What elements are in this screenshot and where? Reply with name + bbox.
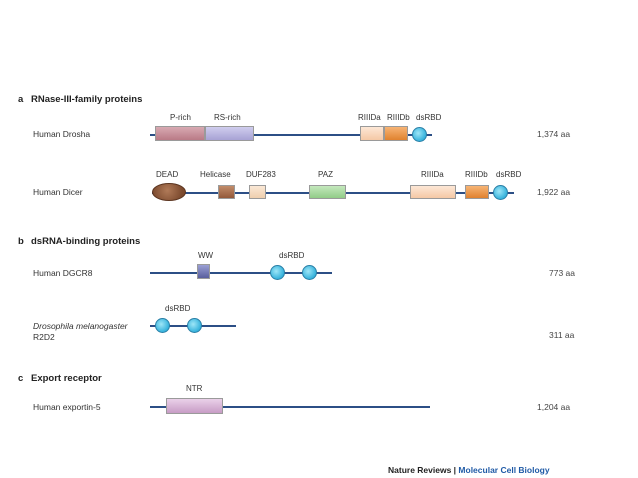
dicer-length: 1,922 aa	[537, 187, 571, 197]
drosha-riiidb-domain	[384, 126, 408, 141]
drosha-riiida-domain	[360, 126, 384, 141]
drosha-prich-domain	[155, 126, 205, 141]
footer-brand-1: Nature Reviews	[388, 465, 452, 475]
dicer-helicase-label: Helicase	[200, 170, 231, 179]
dicer-dead-label: DEAD	[156, 170, 179, 179]
dgcr8-name: Human DGCR8	[33, 268, 93, 278]
section-b-title: dsRNA-binding proteins	[31, 236, 141, 247]
exportin-name: Human exportin-5	[33, 402, 101, 412]
dgcr8-dsrbd-domain-1	[270, 265, 285, 280]
r2d2-species: Drosophila melanogaster	[33, 321, 128, 331]
exportin-backbone	[150, 406, 430, 408]
dgcr8-length: 773 aa	[549, 268, 575, 278]
dicer-paz-domain	[309, 185, 346, 199]
drosha-length: 1,374 aa	[537, 129, 571, 139]
drosha-riiida-label: RIIIDa	[358, 113, 381, 122]
drosha-riiidb-label: RIIIDb	[387, 113, 410, 122]
drosha-prich-label: P-rich	[170, 113, 191, 122]
dicer-dsrbd-domain	[493, 185, 508, 200]
section-a-title: RNase-III-family proteins	[31, 94, 143, 105]
r2d2-dsrbd-domain-2	[187, 318, 202, 333]
drosha-name: Human Drosha	[33, 129, 91, 139]
drosha-backbone	[150, 134, 432, 136]
dicer-duf283-domain	[249, 185, 266, 199]
dicer-dead-domain	[152, 183, 186, 201]
dgcr8-dsrbd-domain-2	[302, 265, 317, 280]
dicer-dsrbd-label: dsRBD	[496, 170, 522, 179]
dicer-riiida-label: RIIIDa	[421, 170, 444, 179]
dicer-helicase-domain	[218, 185, 235, 199]
r2d2-dsrbd-domain-1	[155, 318, 170, 333]
footer-credit: Nature Reviews | Molecular Cell Biology	[388, 465, 550, 475]
dgcr8-ww-label: WW	[198, 251, 214, 260]
dicer-riiida-domain	[410, 185, 456, 199]
drosha-rsrich-domain	[205, 126, 254, 141]
exportin-ntr-domain	[166, 398, 223, 414]
dicer-name: Human Dicer	[33, 187, 83, 197]
drosha-dsrbd-label: dsRBD	[416, 113, 442, 122]
r2d2-dsrbd-label: dsRBD	[165, 304, 191, 313]
section-c-letter: c	[18, 373, 24, 384]
dgcr8-backbone	[150, 272, 332, 274]
footer-brand-2: Molecular Cell Biology	[458, 465, 550, 475]
exportin-ntr-label: NTR	[186, 384, 203, 393]
drosha-dsrbd-domain	[412, 127, 427, 142]
dicer-riiidb-domain	[465, 185, 489, 199]
dicer-paz-label: PAZ	[318, 170, 333, 179]
dicer-riiidb-label: RIIIDb	[465, 170, 488, 179]
section-c-title: Export receptor	[31, 373, 102, 384]
drosha-rsrich-label: RS-rich	[214, 113, 241, 122]
footer-separator: |	[451, 465, 459, 475]
dgcr8-ww-domain	[197, 264, 210, 279]
section-a-letter: a	[18, 94, 24, 105]
r2d2-length: 311 aa	[549, 330, 575, 340]
section-b-letter: b	[18, 236, 24, 247]
dgcr8-dsrbd-label: dsRBD	[279, 251, 305, 260]
r2d2-name: R2D2	[33, 332, 55, 342]
dicer-duf283-label: DUF283	[246, 170, 276, 179]
exportin-length: 1,204 aa	[537, 402, 571, 412]
